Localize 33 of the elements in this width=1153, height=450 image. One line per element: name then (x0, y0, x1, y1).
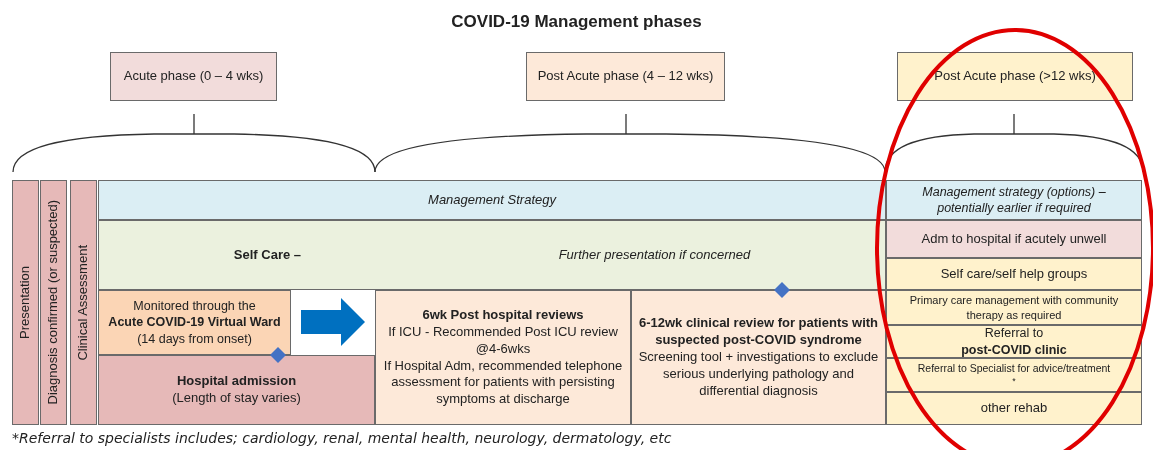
box-text: Screening tool + investigations to exclude serious underlying pathology and differential diagnosis (638, 349, 879, 400)
column-label: Diagnosis confirmed (or suspected) (45, 200, 62, 405)
box-text: If Hospital Adm, recommended telephone assessment for patients with persisting symptoms at discharge (382, 357, 624, 409)
option-box: Self care/self help groups (886, 258, 1142, 290)
column-label: Clinical Assessment (75, 244, 92, 361)
block-arrow (301, 298, 365, 346)
option-box: Referral to post-COVID clinic (886, 325, 1142, 358)
phase-box: Acute phase (0 – 4 wks) (110, 52, 277, 101)
self-care-band (98, 220, 886, 290)
box-heading: 6wk Post hospital reviews (422, 306, 584, 324)
review-box (631, 290, 886, 425)
column-label: Presentation (17, 266, 34, 339)
option-box: Management strategy (options) – potentially earlier if required (886, 180, 1142, 220)
box-text: (Length of stay varies) (172, 390, 301, 407)
review-box (375, 290, 631, 425)
option-box: Adm to hospital if acutely unwell (886, 220, 1142, 258)
footnote: *Referral to specialists includes; cardiology, renal, mental health, neurology, dermatology, etc (12, 430, 672, 446)
virtual-ward-box: Monitored through the Acute COVID-19 Virtual Ward (14 days from onset) (98, 290, 291, 355)
box-text: If ICU - Recommended Post ICU review @4-6wks (387, 323, 619, 358)
box-heading: Hospital admission (176, 373, 297, 390)
option-box: other rehab (886, 392, 1142, 425)
hospital-admission-box (98, 355, 375, 425)
phase-box: Post Acute phase (4 – 12 wks) (526, 52, 725, 101)
column-header (40, 180, 67, 425)
option-box: Primary care management with community therapy as required (886, 290, 1142, 325)
box-text: Further presentation if concerned (558, 246, 751, 264)
phase-box: Post Acute phase (>12 wks) (897, 52, 1133, 101)
column-header (12, 180, 39, 425)
box-heading: Self Care – (233, 246, 301, 264)
diagram-title: COVID-19 Management phases (450, 12, 703, 32)
column-header (70, 180, 97, 425)
strategy-band: Management Strategy (98, 180, 886, 220)
box-heading: 6-12wk clinical review for patients with suspected post-COVID syndrome (638, 315, 879, 350)
